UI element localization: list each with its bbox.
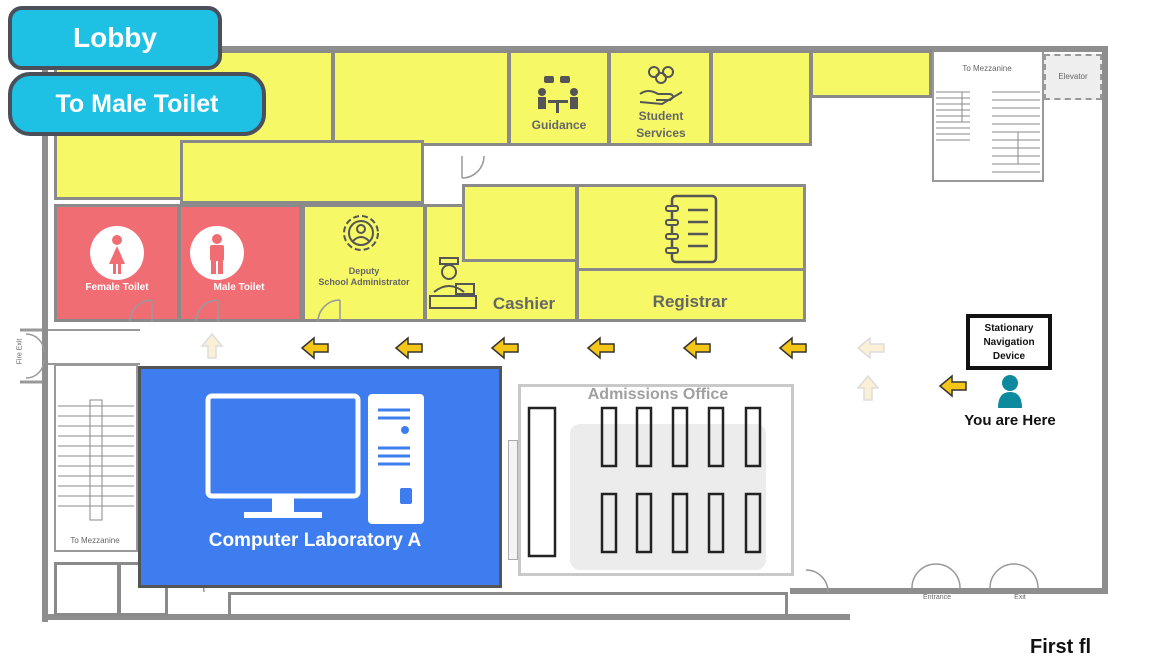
route-arrow <box>938 374 967 398</box>
room-computer-lab-a[interactable] <box>138 366 502 588</box>
computer-icon <box>204 392 430 526</box>
route-arrow-faded <box>856 374 880 401</box>
to-mezzanine-top-label: To Mezzanine <box>962 64 1012 73</box>
guidance-icon <box>530 74 588 118</box>
elevator-label: Elevator <box>1058 72 1088 81</box>
cashier-icon <box>428 256 480 312</box>
fire-exit-label: Fire Exit <box>16 338 24 365</box>
female-icon <box>90 226 144 280</box>
route-arrow-faded <box>856 336 885 360</box>
to-mezzanine-bottom-label: To Mezzanine <box>70 536 120 545</box>
office-mid-left <box>180 140 424 204</box>
female-toilet-label: Female Toilet <box>85 282 149 293</box>
admissions-side-door <box>508 440 518 560</box>
route-arrow <box>394 336 423 360</box>
registrar-label: Registrar <box>652 292 728 311</box>
office-top-5 <box>710 50 812 146</box>
notebook-icon <box>662 194 720 264</box>
deputy-label: Deputy School Administrator <box>318 266 410 287</box>
office-top-6 <box>810 50 932 98</box>
outer-wall-bottom-right <box>790 588 1108 594</box>
room-cashier-upper <box>462 184 578 262</box>
bottom-left-closet-1 <box>54 562 120 616</box>
room-female-toilet[interactable] <box>54 204 180 322</box>
route-arrow <box>682 336 711 360</box>
male-toilet-label: Male Toilet <box>213 282 265 293</box>
route-arrow <box>490 336 519 360</box>
route-arrow <box>778 336 807 360</box>
to-male-toilet-button[interactable]: To Male Toilet <box>8 72 266 136</box>
outer-wall-bottom <box>42 614 850 620</box>
elevator[interactable] <box>1044 54 1102 100</box>
student-services-icon <box>636 64 686 108</box>
route-arrow <box>300 336 329 360</box>
stairs-bottom-left[interactable] <box>54 364 138 552</box>
guidance-label: Guidance <box>531 118 587 132</box>
outer-wall-left <box>42 46 48 622</box>
outer-wall-top <box>42 46 1108 52</box>
entrance-label: Entrance <box>922 594 952 601</box>
room-guidance[interactable] <box>508 50 610 146</box>
exit-label: Exit <box>1014 594 1026 601</box>
you-are-here-label: You are Here <box>964 412 1056 429</box>
navigation-device[interactable]: Stationary Navigation Device <box>966 314 1052 370</box>
room-registrar[interactable] <box>576 268 806 322</box>
admissions-furniture <box>520 400 790 570</box>
office-top-2 <box>332 50 510 146</box>
male-icon <box>190 226 244 280</box>
stairs-top-right[interactable] <box>932 52 1044 182</box>
navigation-device-label: Stationary Navigation Device <box>983 323 1035 362</box>
computer-lab-label: Computer Laboratory A <box>208 530 422 551</box>
admissions-label: Admissions Office <box>587 386 729 403</box>
gear-person-icon <box>338 210 384 256</box>
cashier-label: Cashier <box>492 294 556 313</box>
outer-wall-right <box>1102 46 1108 594</box>
bottom-corridor-wall <box>228 592 788 616</box>
lobby-button[interactable]: Lobby <box>8 6 222 70</box>
student-services-label: Student Services <box>636 109 686 140</box>
route-arrow <box>586 336 615 360</box>
route-arrow-faded <box>200 332 224 359</box>
person-icon <box>996 374 1024 408</box>
